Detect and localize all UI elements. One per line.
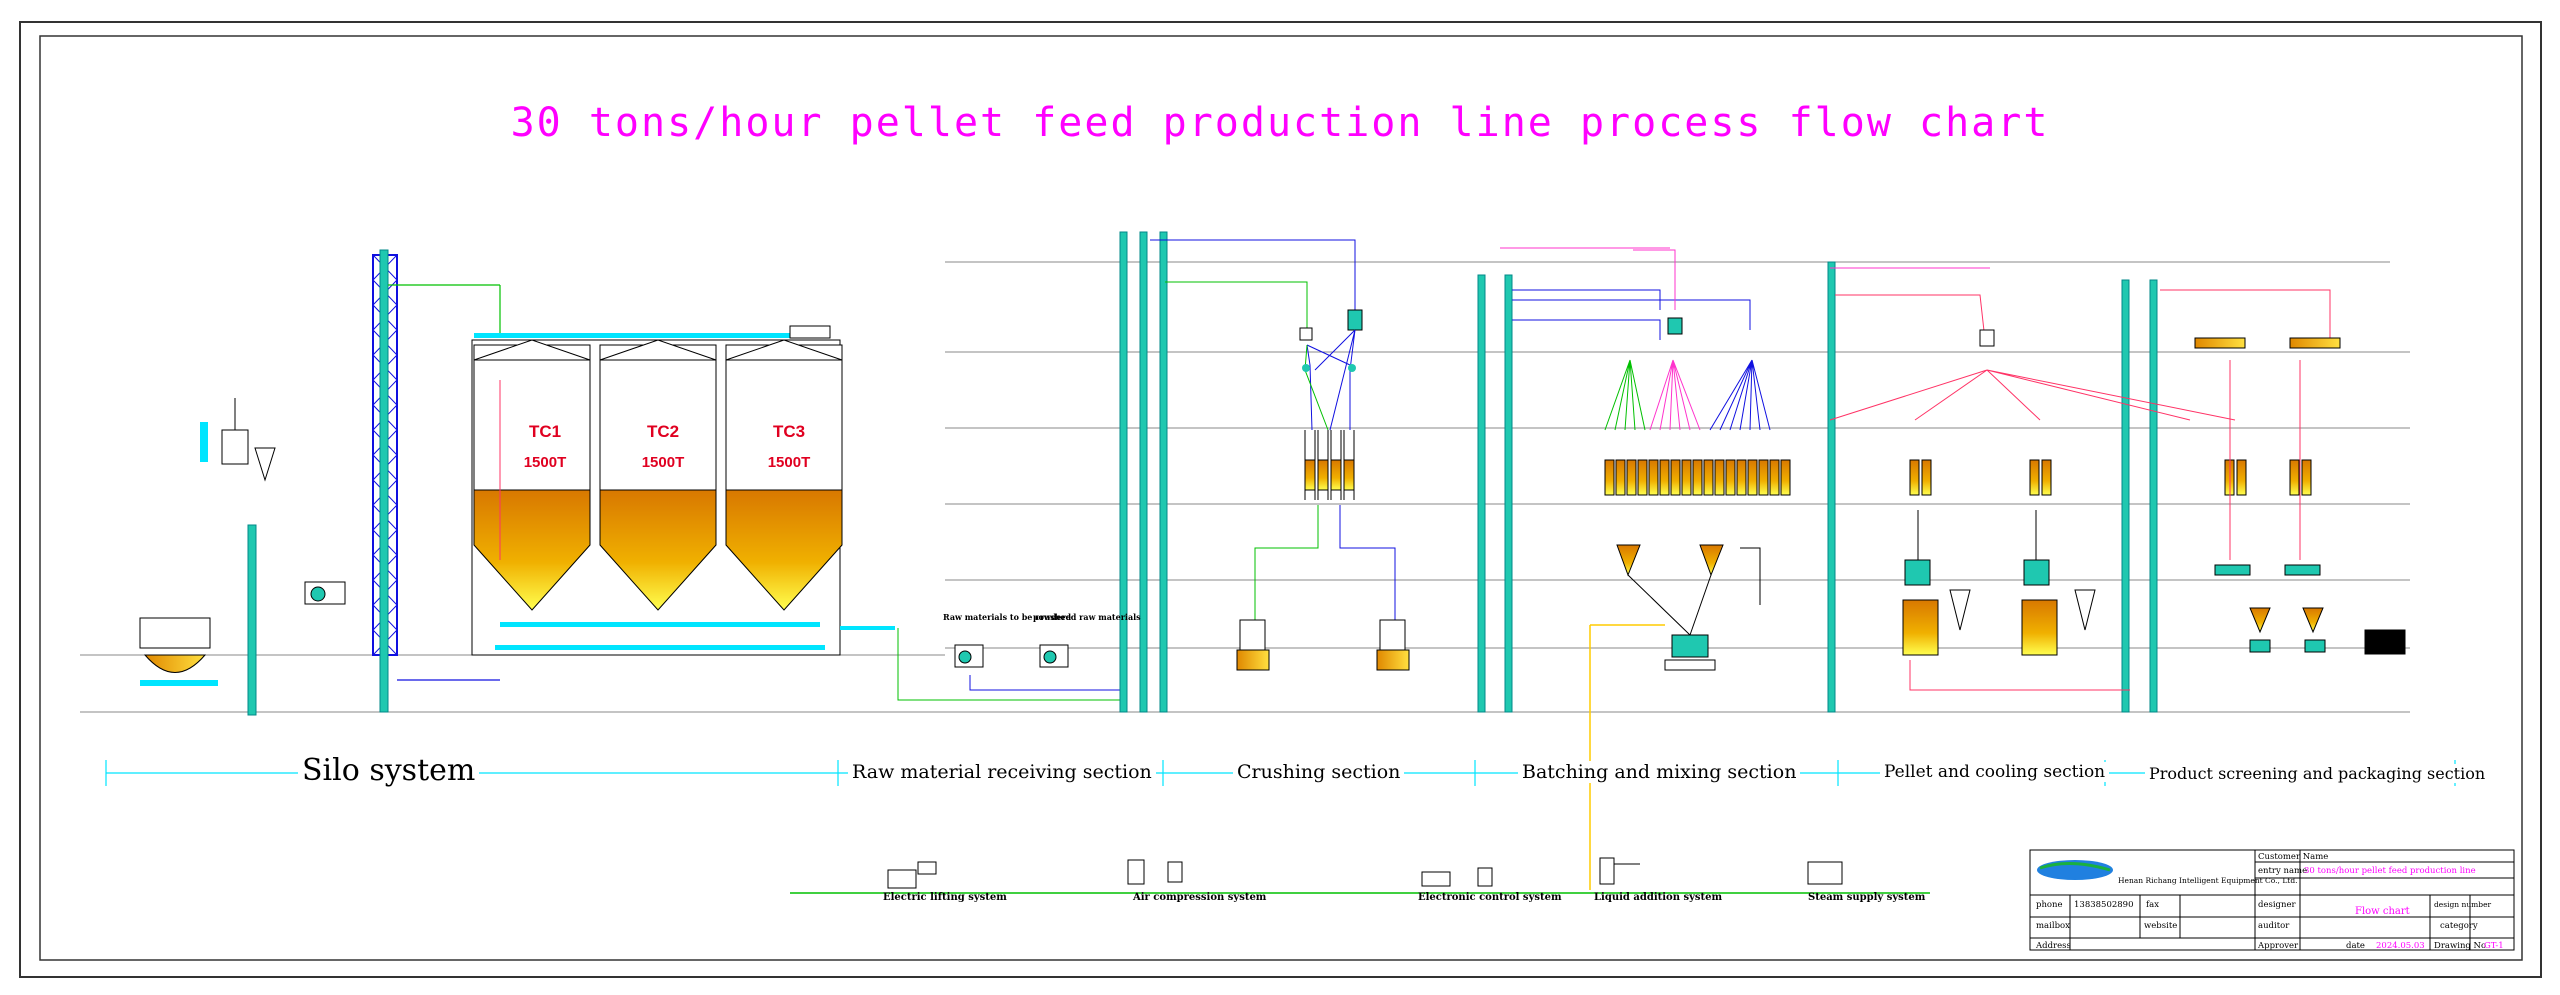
tb-entry-label: entry name — [2258, 866, 2308, 876]
inner-frame — [39, 35, 2523, 961]
outer-frame — [19, 21, 2542, 978]
cleaning-machine — [304, 581, 346, 605]
floor-lines — [80, 261, 2410, 713]
elevator-1 — [247, 524, 257, 716]
utility-label-steam-supply: Steam supply system — [1808, 892, 1926, 903]
tb-drawing-name: Flow chart — [2355, 906, 2410, 917]
tb-date: 2024.05.03 — [2376, 941, 2425, 951]
section-label-receiving: Raw material receiving section — [848, 761, 1156, 783]
receiving-label-powdered: powdered raw materials — [1033, 612, 1141, 622]
utility-label-electronic-control: Electronic control system — [1418, 892, 1562, 903]
page-title: 30 tons/hour pellet feed production line… — [510, 100, 2050, 146]
tank-label-tc1: TC1 1500T — [523, 422, 567, 471]
utility-label-air-compression: Air compression system — [1133, 892, 1267, 903]
section-label-crushing: Crushing section — [1233, 761, 1405, 783]
tb-address-label: Address — [2036, 941, 2071, 951]
tb-designer-label: designer — [2258, 900, 2296, 910]
section-label-batching: Batching and mixing section — [1518, 761, 1801, 783]
batching-equipment — [1500, 247, 1791, 890]
title-block — [2029, 849, 2515, 951]
tb-auditor-label: auditor — [2258, 921, 2290, 931]
silo-top-conveyor — [388, 284, 831, 339]
bucket-elevators — [1119, 231, 2158, 713]
tb-phone: 13838502890 — [2074, 900, 2134, 910]
section-label-pellet: Pellet and cooling section — [1880, 762, 2110, 782]
silo-bucket-tower — [372, 249, 398, 713]
tb-company: Henan Richang Intelligent Equipment Co.,… — [2118, 876, 2298, 885]
silo-group — [471, 339, 843, 656]
silo-tc2 — [599, 339, 717, 611]
tb-mailbox-label: mailbox — [2036, 921, 2070, 931]
packaging-equipment — [2160, 289, 2406, 655]
tb-drawing-no-label: Drawing No — [2434, 941, 2487, 951]
utility-icons — [887, 857, 1843, 889]
utility-label-liquid-addition: Liquid addition system — [1594, 892, 1723, 903]
company-logo — [2037, 860, 2113, 880]
silo-tc1 — [473, 339, 591, 611]
dust-collector — [200, 398, 276, 482]
tb-customer-label: Customer Name — [2258, 852, 2329, 862]
section-label-packaging: Product screening and packaging section — [2145, 764, 2490, 783]
pellet-cooling-equipment — [1829, 267, 2236, 691]
silo-tc3 — [725, 339, 843, 611]
utility-label-electric-lifting: Electric lifting system — [883, 892, 1007, 903]
tank-label-tc2: TC2 1500T — [641, 422, 685, 471]
tb-date-label: date — [2346, 941, 2365, 951]
tb-drawing-no: GT-1 — [2484, 941, 2504, 951]
tb-approver-label: Approver — [2258, 941, 2299, 951]
receiving-label-crushed: Raw materials to be crushed — [943, 612, 1072, 622]
intake-pit — [139, 617, 218, 686]
tb-category-label: category — [2440, 921, 2478, 931]
tb-entry-value: 30 tons/hour pellet feed production line — [2304, 866, 2476, 876]
tb-fax-label: fax — [2146, 900, 2160, 910]
tank-label-tc3: TC3 1500T — [767, 422, 811, 471]
tb-phone-label: phone — [2036, 900, 2063, 910]
crushing-equipment — [1150, 239, 1410, 671]
tb-website-label: website — [2144, 921, 2178, 931]
tb-design-number-label: design number — [2434, 900, 2492, 909]
receiving-equipment — [897, 628, 1120, 701]
section-label-silo: Silo system — [298, 753, 480, 788]
